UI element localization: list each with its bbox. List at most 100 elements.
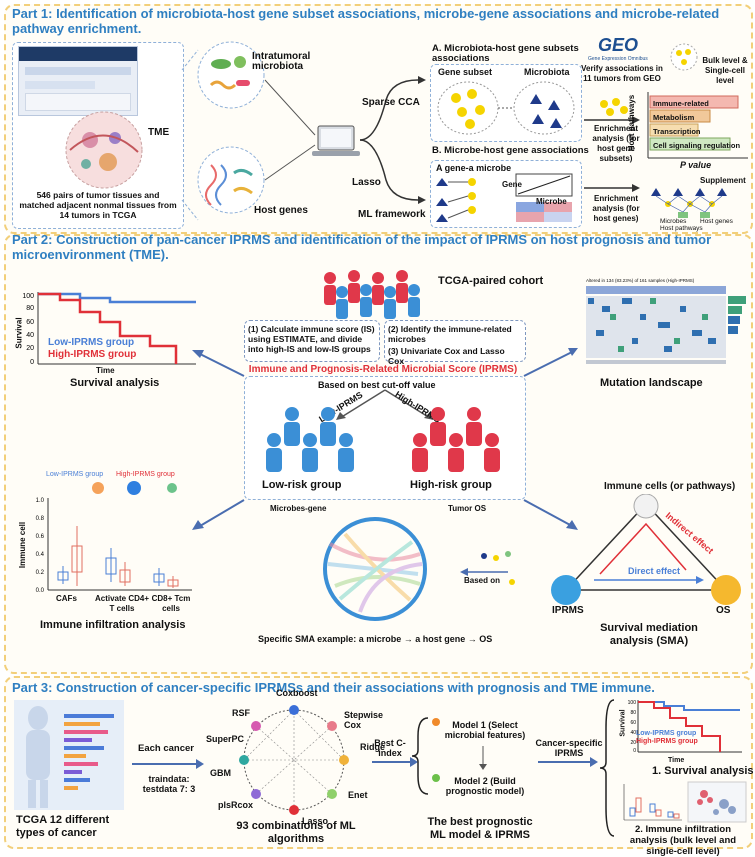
surv3-time-label: Time (668, 757, 685, 764)
pathway-metabolism: Metabolism (653, 113, 695, 122)
a-title: A. Microbiota-host gene subsets associat… (432, 43, 579, 64)
part1-connector-lines (181, 49, 316, 221)
immune-cell-axis: Immune cell (18, 521, 28, 569)
based-on-label: Based on (464, 576, 501, 585)
a-box-graphic (437, 81, 575, 135)
surv3-axis-label: Survival (619, 709, 627, 737)
survival-axis-tick-0: 0 (30, 359, 34, 366)
survival-axis-tick-20: 20 (26, 345, 34, 352)
low-risk-people (266, 407, 354, 472)
yellow-dot-cluster (600, 98, 628, 116)
immune-axis-tick-1-0: 1.0 (36, 498, 45, 504)
part2-direction-arrows (192, 348, 578, 530)
legend-microbes: Microbes (660, 218, 687, 225)
algo-superpc: SuperPC (206, 734, 245, 744)
sma-example: Specific SMA example: a microbe → a host… (258, 634, 493, 644)
iprms-label: Immune and Prognosis-Related Microbial S… (248, 364, 518, 375)
survival-axis-tick-80: 80 (26, 305, 34, 312)
survival-analysis-label: Survival analysis (70, 377, 160, 389)
survival-axis-label: Survival (14, 317, 24, 349)
immune-axis-tick-0-8: 0.8 (36, 516, 45, 522)
intratumoral-label: Intratumoral microbiota (252, 51, 311, 72)
surv3-axis-tick-100: 100 (628, 700, 637, 706)
box-cat-cd8: CD8+ Tcm cells (151, 594, 191, 613)
part2-title: Part 2: Construction of pan-cancer IPRMS… (12, 232, 712, 262)
model1-dot (432, 718, 440, 726)
pathway-cell-signaling: Cell signaling regulation (653, 141, 741, 150)
enrichment-arrows (584, 116, 640, 192)
sma-label: Survival mediation analysis (SMA) (600, 622, 698, 647)
gene-a-microbe-label: A gene-a microbe (436, 163, 512, 173)
geo-yellow-dots (670, 43, 698, 71)
algo-rsf: RSF (232, 708, 250, 718)
cohort-crowd (324, 270, 420, 319)
each-cancer-arrow (132, 759, 204, 769)
mini-network-icon (460, 551, 515, 585)
part1-title: Part 1: Identification of microbiota-hos… (12, 6, 720, 36)
part3-bracket (600, 699, 615, 837)
immune-cells-label: Immune cells (or pathways) (604, 481, 736, 492)
geo-subtitle: Gene Expression Omnibus (588, 56, 648, 62)
host-genes-circle (197, 146, 265, 214)
low-group-label: Low-IPRMS group (48, 337, 135, 348)
b-box-graphic (436, 173, 573, 222)
best-arrow (372, 757, 418, 767)
surv3-axis-tick-0: 0 (633, 748, 636, 754)
microbiota-circle (197, 41, 265, 109)
tumor-os-label: Tumor OS (448, 504, 487, 513)
legend-host-pathways: Host pathways (660, 225, 703, 232)
cancer-specific-arrow (538, 757, 598, 767)
immune-axis-tick-0-4: 0.4 (36, 552, 45, 558)
cohort-label: TCGA-paired cohort (438, 275, 544, 287)
surv3-axis-tick-60: 60 (630, 720, 636, 726)
surv3-title: 1. Survival analysis (652, 765, 754, 777)
algo-enet: Enet (348, 790, 368, 800)
model-bracket (412, 717, 429, 795)
microbe-axis-label: Microbe (536, 197, 567, 206)
survival-axis-tick-40: 40 (26, 332, 34, 339)
algo-coxboost: Coxboost (276, 688, 318, 698)
surv3-axis-tick-40: 40 (630, 730, 636, 736)
part3-title: Part 3: Construction of cancer-specific … (12, 680, 655, 695)
gene-axis-label: Gene (502, 180, 523, 189)
gene-subset-label: Gene subset (438, 67, 493, 77)
high-group-label: High-IPRMS group (48, 349, 137, 360)
portal-screenshot (18, 46, 138, 116)
model1-label: Model 1 (Select microbial features) (444, 720, 526, 740)
geo-logo: GEO (598, 35, 639, 55)
mutation-heatmap (586, 286, 746, 364)
immune-axis-tick-0-6: 0.6 (36, 534, 45, 540)
immune-boxplot: 1.0 0.8 0.6 0.4 0.2 0.0 (36, 481, 192, 594)
surv3-axis-tick-20: 20 (630, 740, 636, 746)
box-legend-high: High-IPRMS group (116, 471, 175, 478)
microbe-gene-network (651, 188, 727, 218)
mutation-landscape-label: Mutation landscape (600, 377, 703, 389)
model2-label: Model 2 (Build prognostic model) (445, 776, 525, 796)
step1-box (244, 320, 380, 362)
each-cancer-label: Each cancer (138, 743, 194, 754)
microbiota-label: Microbiota (524, 67, 570, 77)
chord-diagram (323, 517, 427, 621)
iprms-node-label: IPRMS (552, 605, 584, 616)
pathway-transcription: Transcription (653, 127, 701, 136)
surv3-axis-tick-80: 80 (630, 710, 636, 716)
direct-effect-label: Direct effect (628, 566, 681, 576)
pathway-immune: Immune-related (653, 99, 709, 108)
immune-axis-tick-0-0: 0.0 (36, 588, 45, 594)
cancer-specific-label: Cancer-specific IPRMS (535, 738, 603, 758)
step2-text: (2) Identify the immune-related microbes (388, 324, 512, 344)
supplement-label: Supplement (700, 176, 746, 185)
combos-label: 93 combinations of ML algorithms (236, 820, 356, 845)
high-risk-people (412, 407, 500, 472)
surv3-low-label: Low-IPRMS group (636, 730, 697, 737)
lasso-label: Lasso (352, 177, 381, 188)
algo-ridge: Ridge (360, 742, 386, 752)
algo-gbm: GBM (210, 768, 231, 778)
box-cat-cafs: CAFs (56, 594, 77, 603)
survival-chart-part3: 100 80 60 40 20 0 (628, 700, 742, 754)
best-label: Best C-index (374, 738, 406, 758)
box-cat-cd4: Activate CD4+ T cells (94, 594, 150, 613)
laptop-icon (312, 125, 360, 156)
pairs-text: 546 pairs of tumor tissues and matched a… (19, 190, 177, 220)
survival-chart-part2: 100 80 60 40 20 0 (22, 292, 196, 366)
